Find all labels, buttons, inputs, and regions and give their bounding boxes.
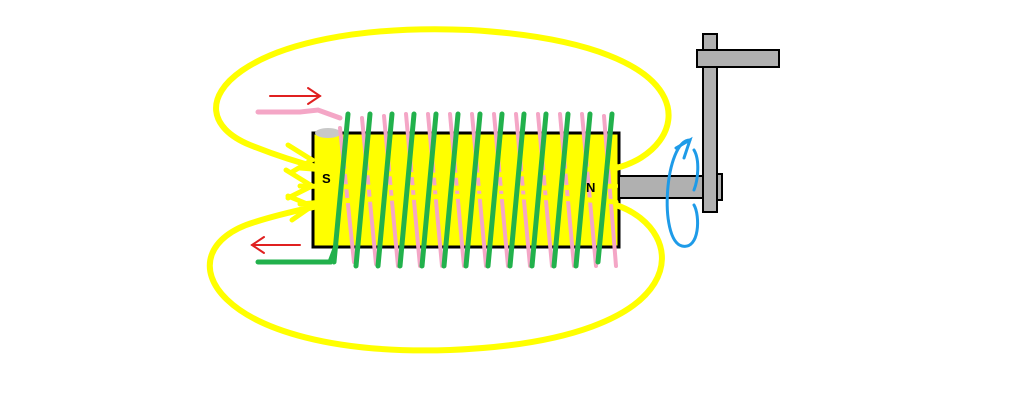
field-arrow-2 — [283, 167, 318, 201]
field-line-upper-outer — [213, 26, 672, 171]
output-wire — [255, 243, 339, 265]
field-line-inner-1 — [297, 163, 619, 178]
arrow-left-icon — [250, 236, 301, 254]
field-line-lower-outer — [206, 202, 665, 354]
crank-assembly — [618, 33, 780, 213]
field-lines — [206, 26, 672, 354]
coil-front-turns — [331, 111, 615, 269]
magnet-nub — [315, 128, 341, 138]
input-wire — [255, 107, 343, 121]
crank-handle — [696, 49, 780, 68]
field-line-inner-2 — [297, 183, 619, 191]
circular-arrow-icon — [665, 136, 700, 248]
arrow-right-icon — [269, 87, 322, 105]
field-arrow-3 — [285, 193, 318, 223]
north-pole-label: N — [586, 180, 595, 195]
field-arrow-1 — [285, 142, 317, 175]
field-line-inner-3 — [297, 193, 619, 207]
south-pole-label: S — [322, 171, 331, 186]
crank-arm — [702, 33, 718, 213]
